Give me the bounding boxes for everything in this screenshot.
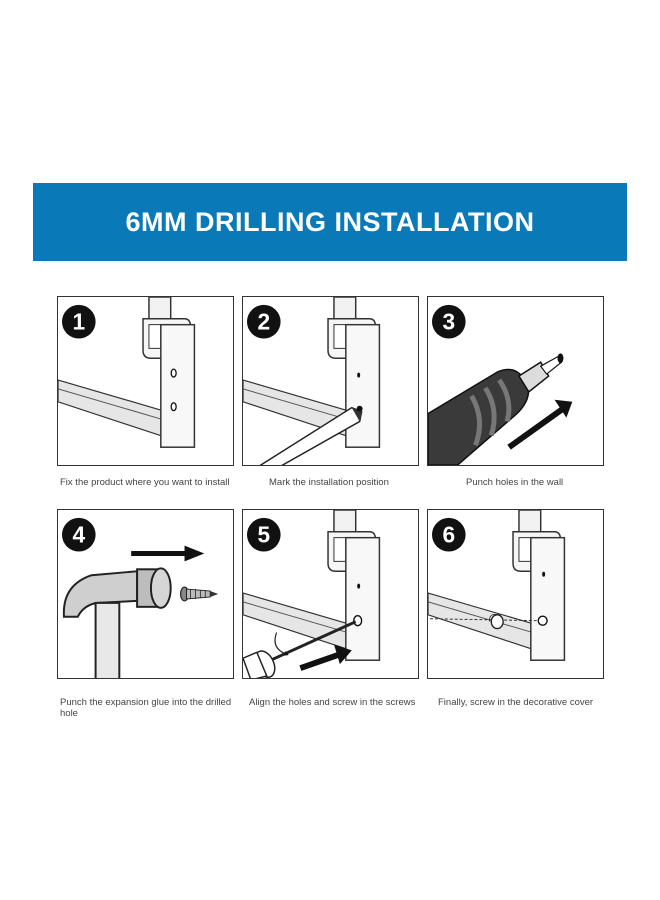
banner-title: 6MM DRILLING INSTALLATION xyxy=(125,206,535,237)
step-2-number: 2 xyxy=(257,309,270,335)
step-1-panel: 1 xyxy=(57,296,234,466)
step-4-number: 4 xyxy=(72,522,85,548)
title-banner: 6MM DRILLING INSTALLATION xyxy=(33,183,627,261)
bracket-on-gate-icon: 1 xyxy=(58,297,196,448)
step-2-panel: 2 xyxy=(242,296,419,466)
step-1-caption: Fix the product where you want to instal… xyxy=(60,477,230,488)
step-6-panel: 6 xyxy=(427,509,604,679)
step-6-caption: Finally, screw in the decorative cover xyxy=(438,697,594,708)
step-5-panel: 5 xyxy=(242,509,419,679)
step-3-caption: Punch holes in the wall xyxy=(466,477,564,488)
screwdriver-icon: 5 xyxy=(243,510,381,678)
step-4-caption: Punch the expansion glue into the drille… xyxy=(60,697,232,719)
marker-pen-icon: 2 xyxy=(243,297,381,465)
step-5-caption: Align the holes and screw in the screws xyxy=(249,697,416,708)
decorative-cover-icon: 6 xyxy=(428,510,566,661)
power-drill-icon: 3 xyxy=(428,304,573,465)
step-3-number: 3 xyxy=(442,309,455,335)
step-3-panel: 3 xyxy=(427,296,604,466)
step-4-panel: 4 xyxy=(57,509,234,679)
hammer-icon: 4 xyxy=(61,517,219,678)
step-5-number: 5 xyxy=(257,522,270,548)
step-6-number: 6 xyxy=(442,522,455,548)
step-1-number: 1 xyxy=(72,309,85,335)
step-2-caption: Mark the installation position xyxy=(269,477,389,488)
